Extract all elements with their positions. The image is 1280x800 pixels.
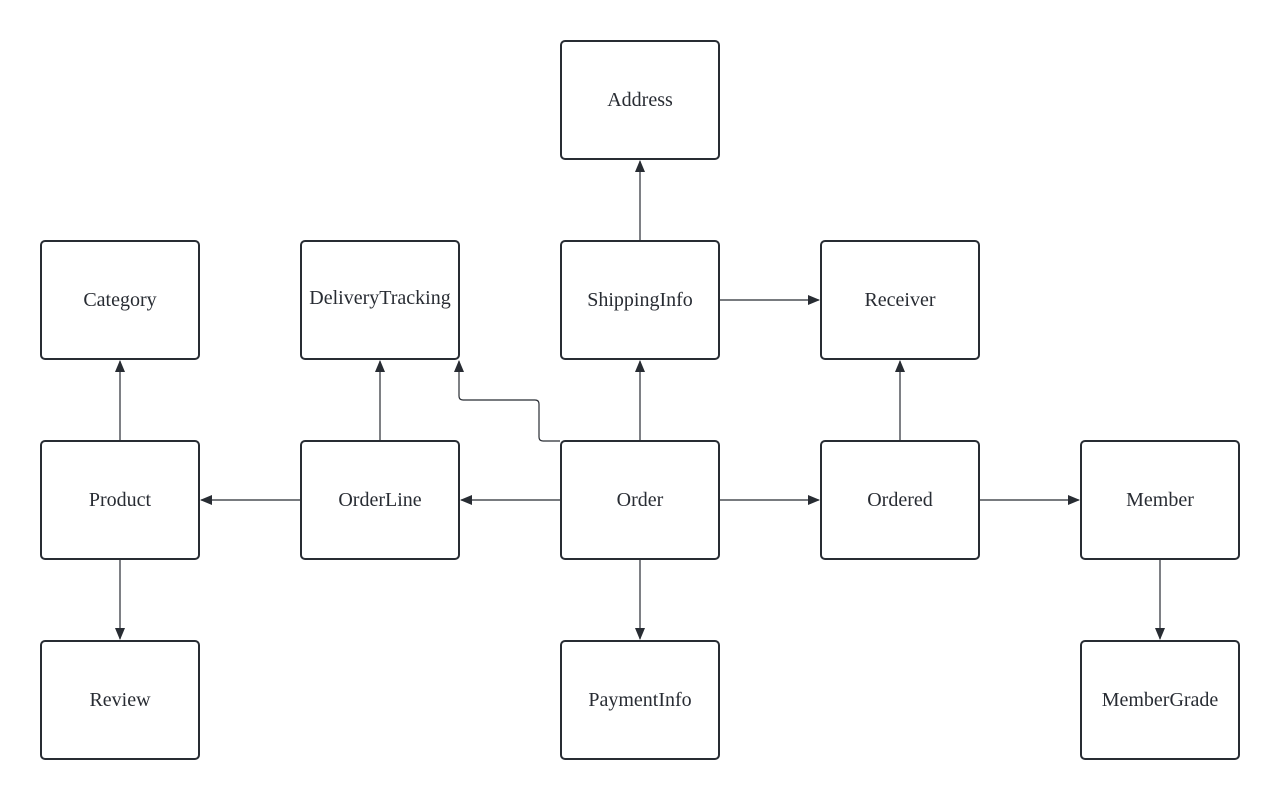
node-member-grade[interactable]: MemberGrade [1080,640,1240,760]
node-label-address: Address [607,88,673,111]
node-label-receiver: Receiver [864,288,936,311]
node-category[interactable]: Category [40,240,200,360]
node-ordered[interactable]: Ordered [820,440,980,560]
node-label-category: Category [83,288,157,311]
node-label-review: Review [89,688,151,711]
node-label-payment-info: PaymentInfo [588,688,692,711]
node-payment-info[interactable]: PaymentInfo [560,640,720,760]
node-product[interactable]: Product [40,440,200,560]
node-label-member-grade: MemberGrade [1101,688,1219,711]
node-label-ordered: Ordered [867,488,933,511]
edge-order-to-delivery-tracking [454,360,560,442]
node-label-order-line: OrderLine [338,488,422,511]
node-label-member: Member [1126,488,1194,511]
node-order-line[interactable]: OrderLine [300,440,460,560]
node-label-order: Order [616,488,664,511]
node-receiver[interactable]: Receiver [820,240,980,360]
node-label-product: Product [88,488,152,511]
node-address[interactable]: Address [560,40,720,160]
node-label-shipping-info: ShippingInfo [587,288,693,311]
node-shipping-info[interactable]: ShippingInfo [560,240,720,360]
node-order[interactable]: Order [560,440,720,560]
node-label-delivery-tracking: DeliveryTracking [309,287,451,309]
node-review[interactable]: Review [40,640,200,760]
node-member[interactable]: Member [1080,440,1240,560]
node-delivery-tracking[interactable]: DeliveryTracking [300,240,460,360]
